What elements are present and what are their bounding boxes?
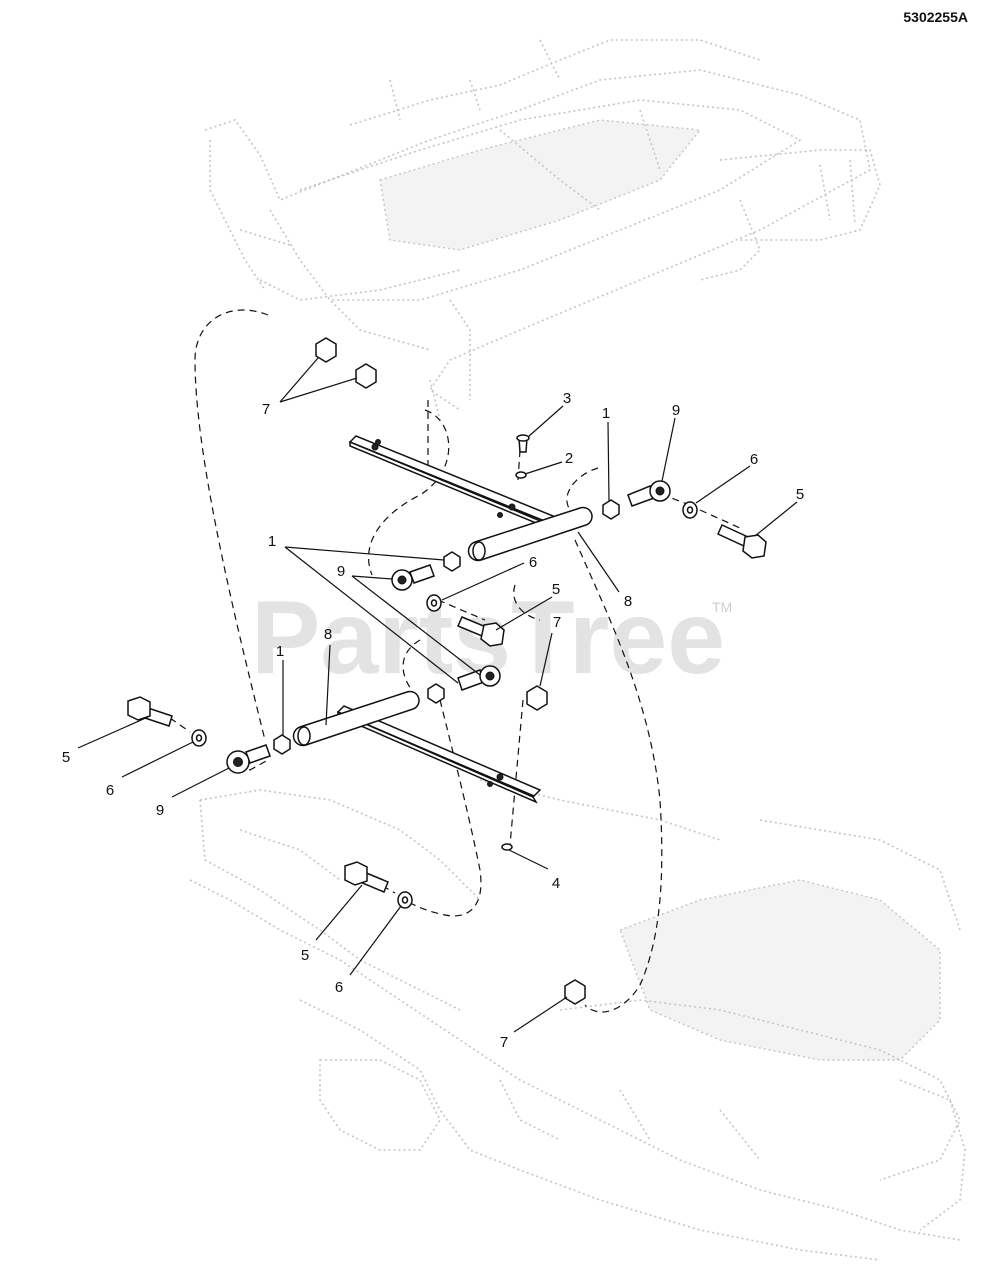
leader-lines — [77, 357, 798, 1033]
callout-labels: 7 3 2 1 9 6 5 1 9 6 5 8 7 8 1 5 6 9 4 5 … — [62, 390, 804, 1051]
lower-link-tube — [292, 690, 420, 747]
washer-hole-icon — [686, 506, 694, 514]
lock-washer-icon — [501, 843, 513, 851]
callout-7: 7 — [500, 1034, 508, 1051]
rod-end-bore-icon — [397, 575, 407, 585]
callout-7: 7 — [262, 401, 270, 418]
lock-nut-icon — [315, 337, 337, 363]
callout-9: 9 — [672, 402, 680, 419]
callout-6: 6 — [750, 451, 758, 468]
ghost-deck — [189, 779, 966, 1261]
upper-link-tube — [467, 506, 593, 562]
rod-end-bore-icon — [233, 757, 243, 767]
callout-9: 9 — [337, 563, 345, 580]
lock-nut-icon — [355, 363, 377, 389]
ghost-frame — [204, 39, 881, 421]
lock-nuts — [315, 337, 586, 1005]
callout-5: 5 — [301, 947, 309, 964]
callout-5: 5 — [62, 749, 70, 766]
watermark-trademark: TM — [712, 599, 732, 615]
callout-5: 5 — [796, 486, 804, 503]
hex-bolt-head-icon — [480, 622, 505, 647]
part-number-label: 5302255A — [903, 9, 968, 25]
lock-nut-icon — [564, 979, 586, 1005]
rod-end-bore-icon — [655, 486, 665, 496]
bracket-hole-icon — [497, 512, 503, 518]
bracket-hole-icon — [487, 781, 493, 787]
hex-bolt-head-icon — [344, 861, 368, 886]
hex-jam-nut-icon — [273, 734, 291, 755]
callout-8: 8 — [624, 593, 632, 610]
lock-nut-icon — [526, 685, 548, 711]
bracket-hole-icon — [508, 503, 516, 511]
callout-6: 6 — [335, 979, 343, 996]
callout-6: 6 — [529, 554, 537, 571]
callout-1: 1 — [268, 533, 276, 550]
callout-5: 5 — [552, 581, 560, 598]
bracket-hole-icon — [371, 443, 379, 451]
callout-7: 7 — [553, 614, 561, 631]
tube-end-icon — [472, 541, 486, 561]
bracket-hole-icon — [496, 773, 504, 781]
callout-1: 1 — [602, 405, 610, 422]
hex-jam-nut-icon — [443, 551, 461, 572]
hex-jam-nut-icon — [427, 683, 445, 704]
callout-8: 8 — [324, 626, 332, 643]
washer-hole-icon — [430, 599, 438, 607]
callout-4: 4 — [552, 875, 560, 892]
screw-head-icon — [516, 434, 530, 442]
lock-washer-icon — [515, 471, 527, 479]
washer-hole-icon — [401, 896, 409, 904]
bracket-hole-icon — [375, 439, 381, 445]
callout-1: 1 — [276, 643, 284, 660]
hex-jam-nut-icon — [602, 499, 620, 520]
callout-3: 3 — [563, 390, 571, 407]
lower-link-assembly — [127, 665, 548, 909]
callout-9: 9 — [156, 802, 164, 819]
hex-bolt-head-icon — [742, 534, 767, 559]
callout-2: 2 — [565, 450, 573, 467]
rod-end-bore-icon — [485, 671, 495, 681]
callout-6: 6 — [106, 782, 114, 799]
washer-hole-icon — [195, 734, 203, 742]
hex-bolt-head-icon — [127, 696, 151, 721]
tube-end-icon — [297, 726, 311, 746]
upper-link-assembly — [348, 434, 767, 647]
